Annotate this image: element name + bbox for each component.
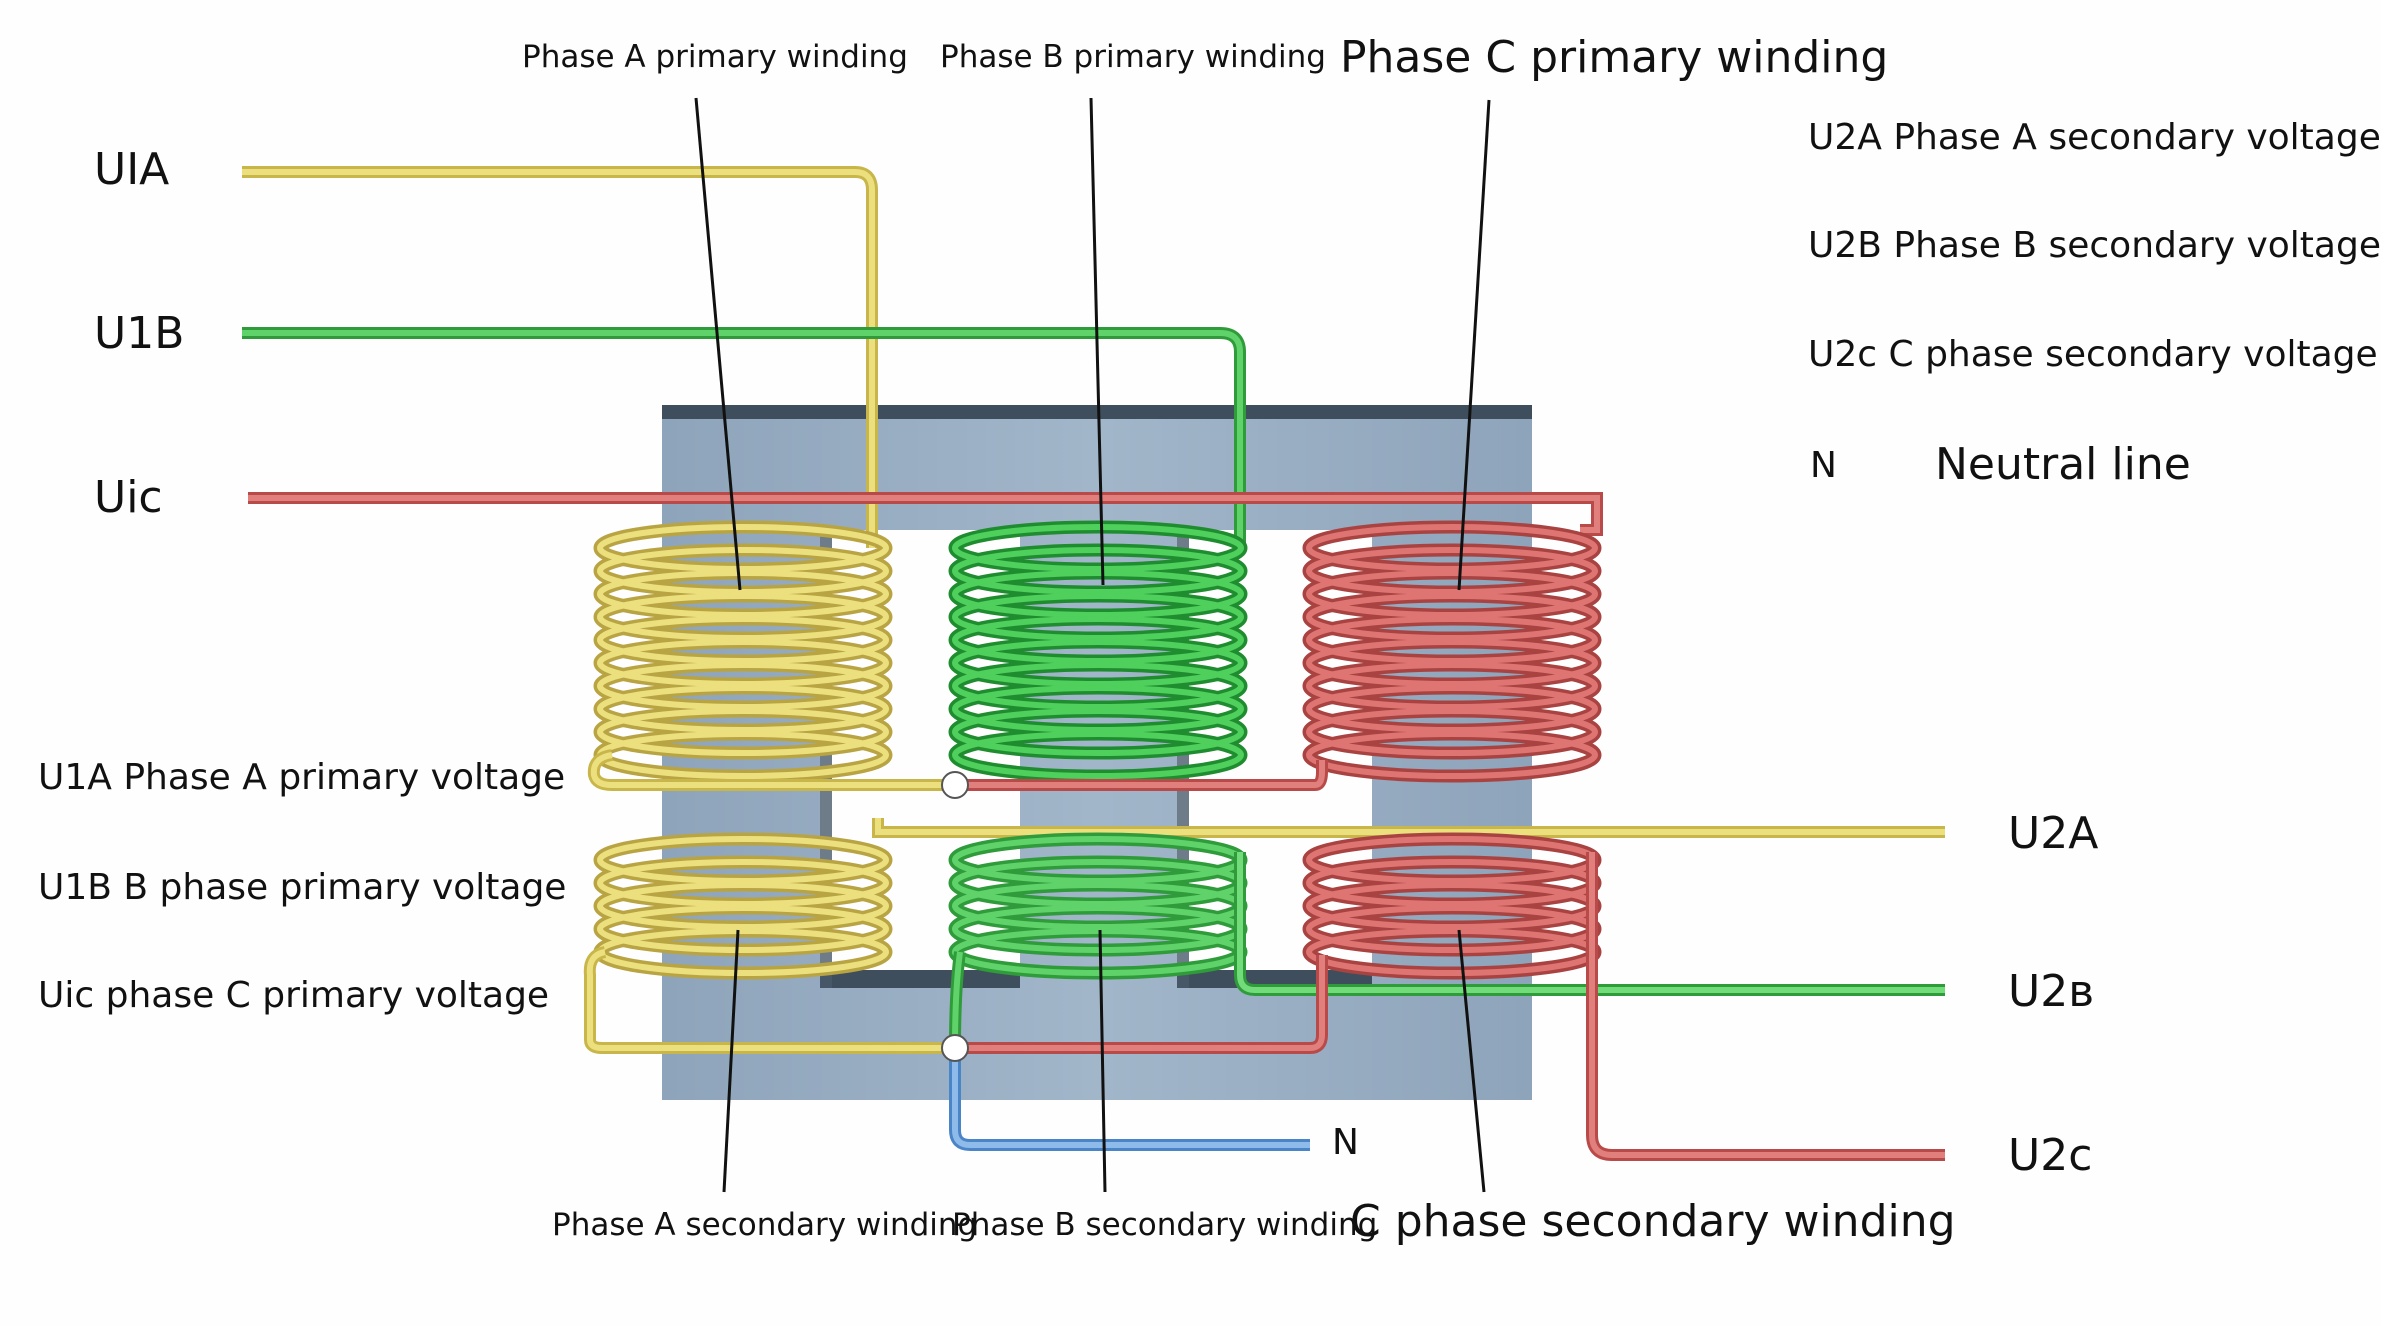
phase-c-input-line <box>248 495 1600 533</box>
leader-phase-b-primary <box>1089 97 1105 586</box>
phase-a-primary-star-lead <box>590 752 955 788</box>
phase-a-input-line <box>242 169 875 548</box>
legend-u2b: U2B Phase B secondary voltage <box>1808 225 2381 266</box>
label-phase-c-secondary-winding: C phase secondary winding <box>1350 1196 1956 1247</box>
legend-n-symbol: N <box>1810 445 1837 486</box>
phase-c-output-line <box>1586 852 1945 1161</box>
legend-u1c: Uic phase C primary voltage <box>38 975 550 1016</box>
terminal-u2b: U2в <box>2008 966 2095 1017</box>
leader-phase-c-primary <box>1457 99 1491 591</box>
primary-neutral-junction <box>941 771 969 799</box>
label-phase-b-secondary-winding: Phase B secondary winding <box>952 1207 1378 1243</box>
phase-a-output-line <box>875 818 1945 835</box>
legend-neutral-line: Neutral line <box>1935 439 2191 490</box>
phase-a-secondary-coil <box>593 832 893 980</box>
legend-u2a: U2A Phase A secondary voltage <box>1808 117 2381 158</box>
phase-c-primary-star-lead <box>955 760 1325 788</box>
terminal-u2c: U2c <box>2008 1130 2093 1181</box>
terminal-n: N <box>1332 1122 1359 1163</box>
neutral-line <box>952 1048 1310 1148</box>
legend-u2c: U2c C phase secondary voltage <box>1808 334 2378 375</box>
legend-u1a: U1A Phase A primary voltage <box>38 757 566 798</box>
phase-a-primary-coil <box>593 520 893 783</box>
leader-phase-a-primary <box>694 97 742 591</box>
phase-c-secondary-star-lead <box>955 955 1325 1051</box>
legend-u1b: U1B B phase primary voltage <box>38 867 567 908</box>
label-phase-c-primary-winding: Phase C primary winding <box>1340 32 1889 83</box>
label-phase-b-primary-winding: Phase B primary winding <box>940 39 1326 75</box>
phase-b-input-line <box>242 330 1243 548</box>
terminal-uic: Uic <box>94 472 163 523</box>
terminal-uia: UIA <box>94 144 170 195</box>
phase-b-output-line <box>1237 852 1945 993</box>
label-phase-a-primary-winding: Phase A primary winding <box>522 39 908 75</box>
phase-a-secondary-star-lead <box>586 949 955 1051</box>
core-window-left-bottom-edge <box>820 970 1020 988</box>
terminal-u1b: U1B <box>94 308 185 359</box>
leader-phase-c-secondary <box>1457 929 1486 1193</box>
leader-phase-a-secondary <box>722 929 740 1193</box>
phase-b-primary-coil <box>948 520 1248 783</box>
core-top-edge <box>662 405 1532 419</box>
label-phase-a-secondary-winding: Phase A secondary winding <box>552 1207 978 1243</box>
leader-phase-b-secondary <box>1098 929 1107 1193</box>
terminal-u2a: U2A <box>2008 808 2099 859</box>
phase-c-output-line <box>1589 852 1945 1158</box>
leader-lines <box>694 97 1491 1193</box>
phase-c-primary-coil <box>1302 520 1602 783</box>
secondary-neutral-junction <box>941 1034 969 1062</box>
